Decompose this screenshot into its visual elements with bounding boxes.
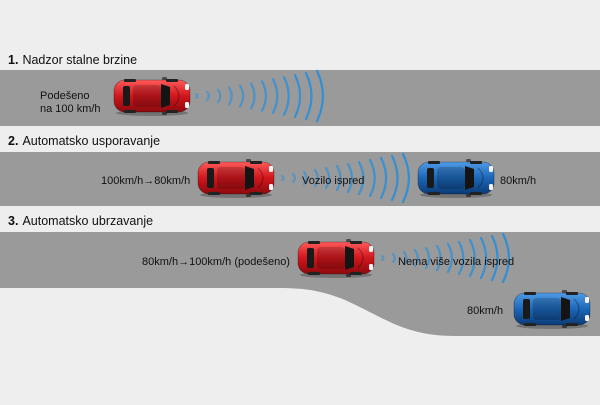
- lead-car-blue-2: [417, 159, 495, 198]
- set-speed-line-2: na 100 km/h: [40, 103, 101, 115]
- deceleration-speed-label: 100km/h→80km/h: [101, 175, 191, 187]
- vehicle-ahead-label: Vozilo ispred: [302, 175, 365, 187]
- radar-waves-3: [380, 232, 510, 284]
- set-speed-line-1: Podešeno: [40, 90, 90, 102]
- set-speed-label: Podešeno na 100 km/h: [40, 90, 101, 116]
- lead-speed-label-3: 80km/h: [467, 305, 504, 317]
- lead-car-blue-3: [513, 290, 591, 329]
- section-1-title: Nadzor stalne brzine: [22, 53, 138, 67]
- section-1-number: 1.: [8, 53, 19, 67]
- road-section-2: [0, 152, 600, 206]
- radar-waves-2: [280, 152, 410, 204]
- own-car-red-3: [297, 239, 375, 278]
- lead-speed-label-2: 80km/h: [500, 175, 537, 187]
- radar-waves-1: [194, 69, 324, 123]
- road-section-3: [0, 232, 600, 336]
- section-2-number: 2.: [8, 134, 19, 148]
- section-2-heading: 2.Automatsko usporavanje: [8, 134, 160, 148]
- section-3-title: Automatsko ubrzavanje: [22, 214, 154, 228]
- section-2-title: Automatsko usporavanje: [22, 134, 161, 148]
- section-1-heading: 1.Nadzor stalne brzine: [8, 53, 137, 67]
- section-3-number: 3.: [8, 214, 19, 228]
- no-vehicle-ahead-label: Nema više vozila ispred: [398, 256, 515, 268]
- section-3-heading: 3.Automatsko ubrzavanje: [8, 214, 153, 228]
- own-car-red-2: [197, 159, 275, 198]
- acceleration-speed-label: 80km/h→100km/h (podešeno): [142, 256, 290, 268]
- own-car-red-1: [113, 77, 191, 116]
